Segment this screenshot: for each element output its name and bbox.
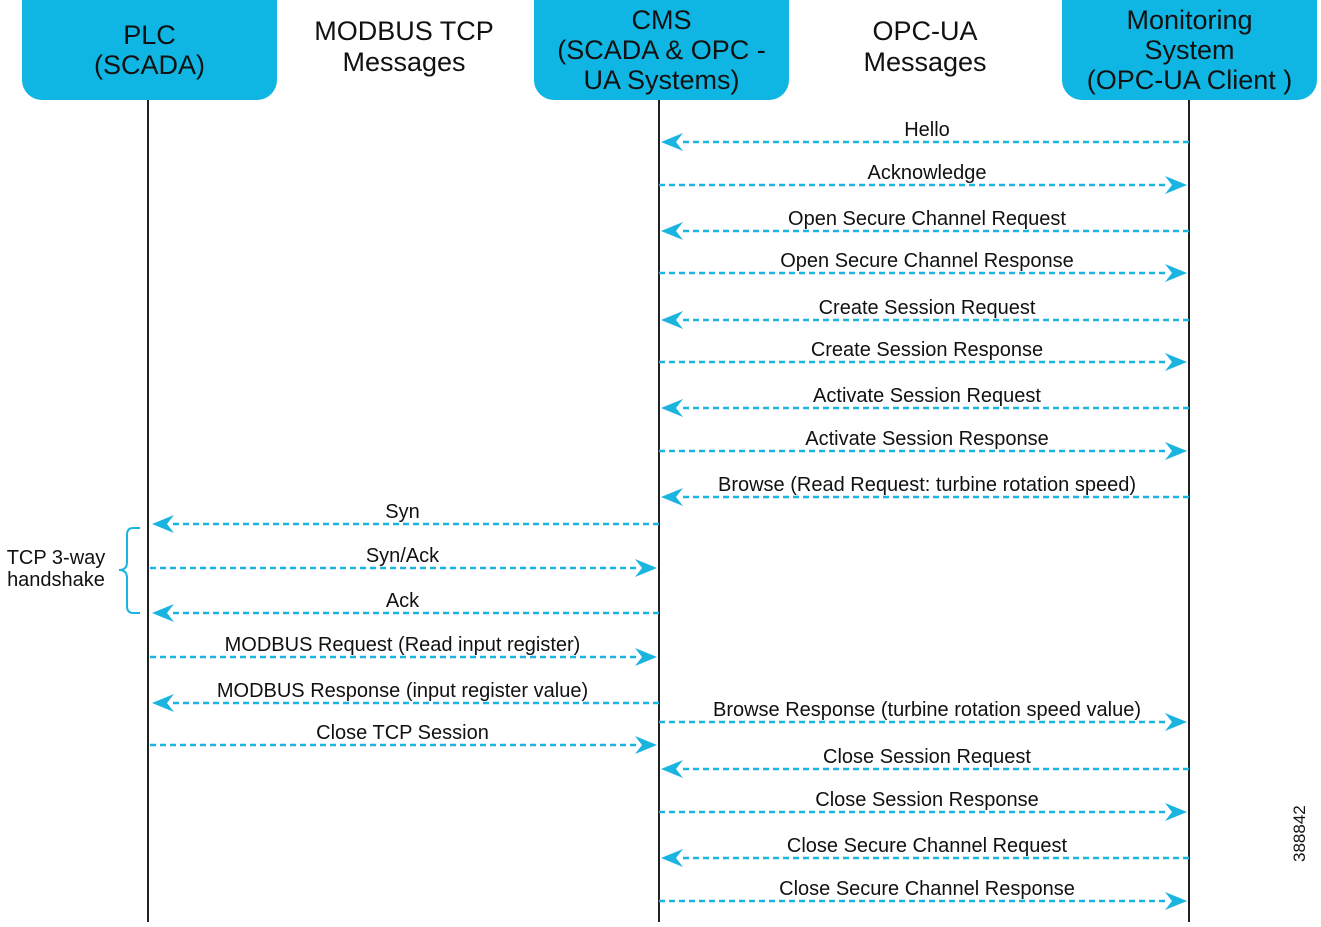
arrowhead — [635, 736, 657, 754]
arrowhead — [635, 559, 657, 577]
arrowhead — [1165, 803, 1187, 821]
message-label: Browse (Read Request: turbine rotation s… — [718, 474, 1136, 496]
actor-plc: PLC (SCADA) — [22, 0, 277, 100]
message-label: Ack — [386, 590, 420, 612]
arrowhead — [1165, 353, 1187, 371]
arrowhead — [661, 760, 683, 778]
message-label: Open Secure Channel Response — [780, 250, 1074, 272]
message-label: Open Secure Channel Request — [788, 208, 1066, 230]
actor-monitoring-system: Monitoring System (OPC-UA Client ) — [1062, 0, 1317, 100]
channel-opcua-label: OPC-UA Messages — [863, 16, 987, 77]
arrowhead — [661, 399, 683, 417]
arrowhead — [661, 133, 683, 151]
figure-id: 388842 — [1290, 805, 1309, 862]
arrowhead — [661, 849, 683, 867]
arrowhead — [152, 694, 174, 712]
arrowhead — [661, 311, 683, 329]
message-label: Create Session Request — [819, 297, 1036, 319]
message-label: Close Session Response — [815, 789, 1038, 811]
arrowhead — [152, 604, 174, 622]
handshake-brace — [118, 527, 140, 614]
message-label: Syn — [385, 501, 419, 523]
arrowhead — [635, 648, 657, 666]
arrowhead — [661, 488, 683, 506]
channel-modbus-label: MODBUS TCP Messages — [314, 16, 494, 77]
message-label: Close Session Request — [823, 746, 1031, 768]
message-label: Activate Session Response — [805, 428, 1048, 450]
arrowhead — [1165, 892, 1187, 910]
arrowhead — [1165, 442, 1187, 460]
message-label: Hello — [904, 119, 950, 141]
message-label: Close TCP Session — [316, 722, 489, 744]
message-label: MODBUS Response (input register value) — [217, 680, 588, 702]
arrowhead — [661, 222, 683, 240]
message-label: Close Secure Channel Request — [787, 835, 1068, 857]
message-label: Create Session Response — [811, 339, 1043, 361]
message-label: Close Secure Channel Response — [779, 878, 1075, 900]
message-label: Syn/Ack — [366, 545, 440, 567]
message-label: Browse Response (turbine rotation speed … — [713, 699, 1141, 721]
message-label: Activate Session Request — [813, 385, 1041, 407]
arrowhead — [152, 515, 174, 533]
message-label: Acknowledge — [868, 162, 987, 184]
arrowhead — [1165, 176, 1187, 194]
message-label: MODBUS Request (Read input register) — [225, 634, 581, 656]
actor-cms: CMS (SCADA & OPC - UA Systems) — [534, 0, 789, 100]
arrowhead — [1165, 264, 1187, 282]
arrowhead — [1165, 713, 1187, 731]
handshake-label: TCP 3-way handshake — [6, 547, 106, 591]
